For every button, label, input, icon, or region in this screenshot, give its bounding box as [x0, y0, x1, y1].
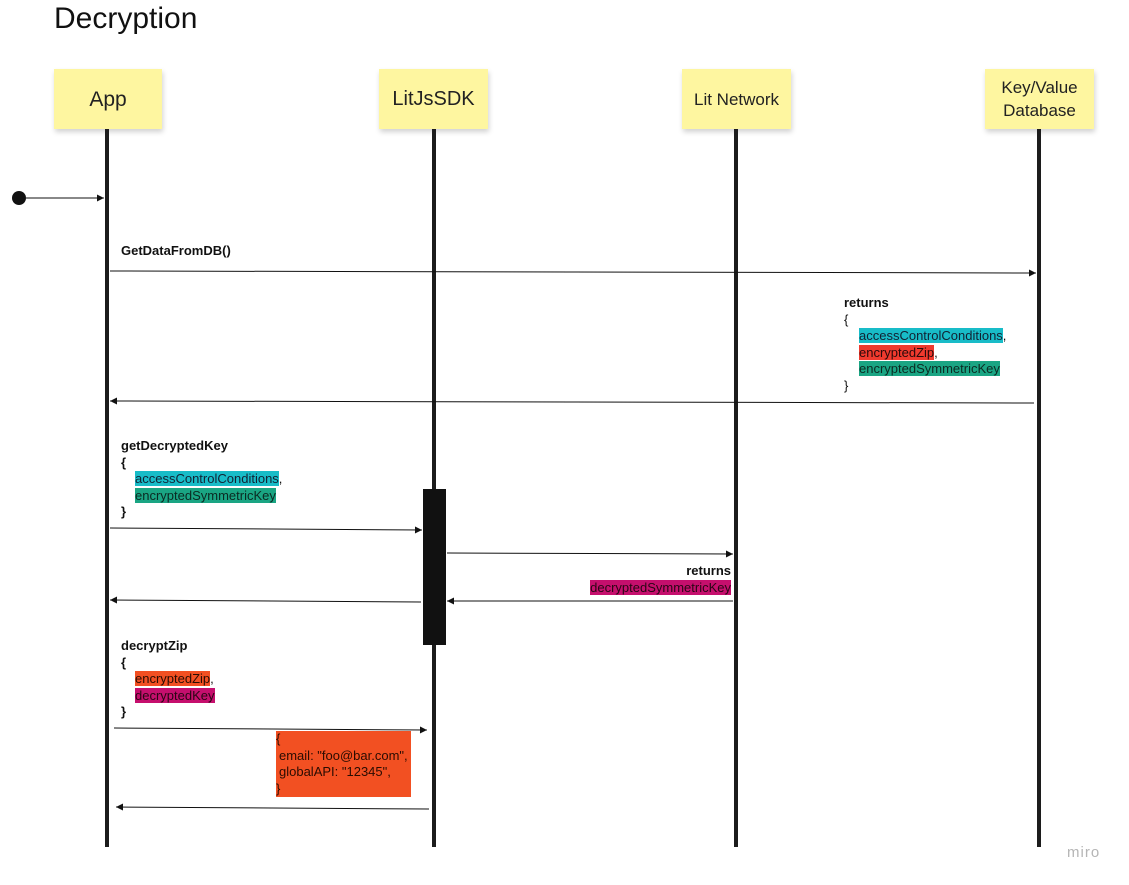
db-returns-item-sep: , [1002, 328, 1007, 343]
participant-key-value-database: Key/Value Database [985, 69, 1094, 129]
db-returns-item-encrypted-zip: encryptedZip [859, 344, 935, 360]
participant-litjssdk-label: LitJsSDK [392, 87, 475, 110]
participant-key-value-database-label: Key/Value Database [1001, 78, 1078, 120]
get-key-item-sep: , [278, 471, 283, 486]
get-key-open-brace: { [121, 454, 127, 470]
participant-lit-network-label: Lit Network [693, 89, 780, 109]
lifeline-lit-network [734, 129, 738, 847]
lifeline-key-value-database [1037, 129, 1041, 847]
arrow-get-data-from-db [109, 269, 1037, 277]
message-db-returns: returns { accessControlConditions, encry… [844, 295, 1006, 394]
decrypt-zip-item-decrypted-key: decryptedKey [135, 687, 215, 703]
db-returns-item-access-control-conditions: accessControlConditions [859, 328, 1003, 343]
result-line: { [276, 731, 281, 746]
result-line: globalAPI: "12345", [279, 764, 391, 779]
lifeline-app [105, 129, 109, 847]
db-returns-item-encrypted-symmetric-key: encryptedSymmetricKey [859, 361, 1000, 376]
arrow-decrypt-zip [113, 726, 428, 734]
participant-app-label: App [89, 87, 127, 111]
get-key-item-access-control-conditions: accessControlConditions [135, 471, 279, 486]
message-get-decrypted-key: getDecryptedKey { accessControlCondition… [121, 438, 282, 521]
decrypt-zip-item-encrypted-zip: encryptedZip [135, 671, 211, 686]
arrow-sdk-to-network [446, 550, 734, 558]
db-returns-close-brace: } [844, 377, 849, 393]
message-get-data-from-db: GetDataFromDB() [121, 243, 231, 258]
result-line: } [276, 780, 281, 796]
get-key-close-brace: } [121, 504, 127, 519]
diagram-title: Decryption [54, 2, 198, 35]
decrypt-zip-open-brace: { [121, 654, 127, 670]
decrypt-zip-close-brace: } [121, 704, 127, 719]
miro-watermark: miro [1067, 844, 1101, 861]
arrow-sdk-returns-key [109, 596, 422, 604]
message-result: { email: "foo@bar.com", globalAPI: "1234… [276, 731, 411, 797]
lifeline-litjssdk [432, 129, 436, 847]
db-returns-label: returns [844, 295, 889, 310]
participant-litjssdk: LitJsSDK [379, 69, 488, 129]
arrow-db-returns [109, 397, 1035, 405]
decrypt-zip-item-sep: , [210, 671, 214, 686]
get-key-item-encrypted-symmetric-key: encryptedSymmetricKey [135, 487, 276, 503]
db-returns-item-sep: , [934, 344, 938, 360]
network-returns-decrypted-symmetric-key: decryptedSymmetricKey [590, 579, 731, 595]
message-decrypt-zip: decryptZip { encryptedZip, decryptedKey … [121, 638, 215, 721]
participant-lit-network: Lit Network [682, 69, 791, 129]
result-line: email: "foo@bar.com", [279, 747, 408, 763]
participant-app: App [54, 69, 162, 129]
network-returns-label: returns [686, 563, 731, 578]
db-returns-open-brace: { [844, 311, 849, 327]
start-point [12, 191, 26, 205]
get-key-label: getDecryptedKey [121, 438, 228, 453]
activation-bar-litjssdk [423, 489, 446, 645]
decrypt-zip-label: decryptZip [121, 638, 188, 653]
message-network-returns: returns decryptedSymmetricKey [573, 563, 731, 596]
arrow-result [115, 803, 430, 811]
arrow-get-decrypted-key [109, 526, 423, 534]
